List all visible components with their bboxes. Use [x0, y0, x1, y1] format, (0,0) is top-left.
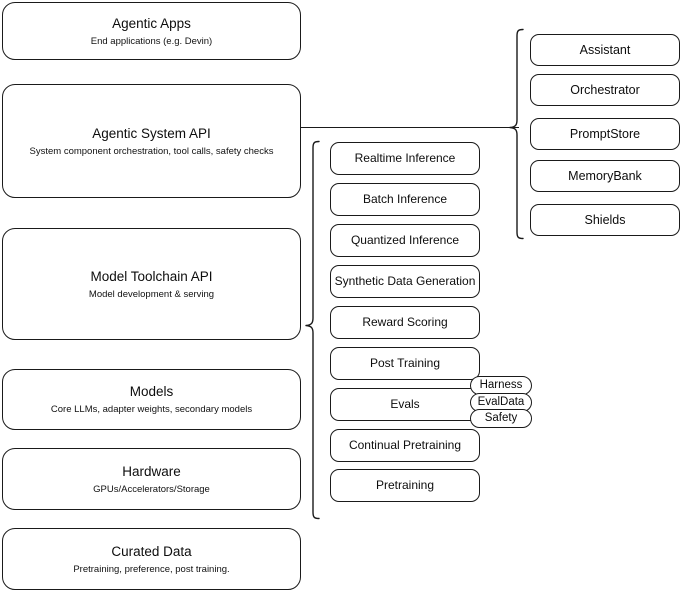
toolchain-box-quantized-inference[interactable]: Quantized Inference [330, 224, 480, 257]
eval-pill-safety[interactable]: Safety [470, 409, 532, 428]
layer-title: Model Toolchain API [90, 268, 213, 284]
system-box-shields[interactable]: Shields [530, 204, 680, 236]
layer-title: Models [129, 384, 174, 399]
toolchain-box-continual-pretraining[interactable]: Continual Pretraining [330, 429, 480, 462]
layer-subtitle: Core LLMs, adapter weights, secondary mo… [50, 404, 253, 415]
layer-title: Agentic System API [92, 125, 211, 141]
layer-box-hardware[interactable]: Hardware GPUs/Accelerators/Storage [2, 448, 301, 510]
system-box-promptstore[interactable]: PromptStore [530, 118, 680, 150]
layer-box-agentic-apps[interactable]: Agentic Apps End applications (e.g. Devi… [2, 2, 301, 60]
component-label: Orchestrator [570, 82, 640, 97]
component-label: Batch Inference [362, 192, 448, 206]
eval-pill-evaldata[interactable]: EvalData [470, 393, 532, 412]
layer-box-curated-data[interactable]: Curated Data Pretraining, preference, po… [2, 528, 301, 590]
system-box-orchestrator[interactable]: Orchestrator [530, 74, 680, 106]
toolchain-box-realtime-inference[interactable]: Realtime Inference [330, 142, 480, 175]
bracket-toolchain-components [304, 140, 320, 520]
toolchain-box-reward-scoring[interactable]: Reward Scoring [330, 306, 480, 339]
eval-pill-label: Harness [479, 379, 523, 391]
component-label: Realtime Inference [354, 151, 456, 165]
system-box-memorybank[interactable]: MemoryBank [530, 160, 680, 192]
component-label: Shields [584, 212, 626, 227]
eval-pill-label: Safety [484, 412, 518, 424]
toolchain-box-batch-inference[interactable]: Batch Inference [330, 183, 480, 216]
layer-title: Hardware [122, 463, 181, 479]
component-label: Continual Pretraining [348, 438, 462, 452]
toolchain-box-post-training[interactable]: Post Training [330, 347, 480, 380]
layer-box-model-toolchain-api[interactable]: Model Toolchain API Model development & … [2, 228, 301, 340]
layer-title: Agentic Apps [112, 15, 191, 31]
layer-subtitle: GPUs/Accelerators/Storage [93, 483, 210, 495]
component-label: Pretraining [375, 478, 435, 492]
layer-subtitle: Pretraining, preference, post training. [73, 563, 230, 575]
layer-box-models[interactable]: Models Core LLMs, adapter weights, secon… [2, 369, 301, 430]
toolchain-box-pretraining[interactable]: Pretraining [330, 469, 480, 502]
layer-subtitle: End applications (e.g. Devin) [90, 35, 213, 47]
layer-subtitle: Model development & serving [88, 288, 215, 300]
layer-subtitle: System component orchestration, tool cal… [29, 145, 274, 157]
component-label: Reward Scoring [362, 315, 448, 329]
layer-title: Curated Data [111, 543, 192, 559]
connector-line-system-api [301, 127, 519, 129]
layer-box-agentic-system-api[interactable]: Agentic System API System component orch… [2, 84, 301, 198]
system-box-assistant[interactable]: Assistant [530, 34, 680, 66]
component-label: Synthetic Data Generation [334, 274, 476, 288]
bracket-system-components [508, 28, 524, 240]
component-label: Quantized Inference [350, 233, 460, 247]
component-label: Assistant [579, 42, 631, 57]
component-label: PromptStore [569, 126, 641, 141]
toolchain-box-synthetic-data-generation[interactable]: Synthetic Data Generation [330, 265, 480, 298]
toolchain-box-evals[interactable]: Evals [330, 388, 480, 421]
component-label: MemoryBank [568, 168, 642, 183]
component-label: Post Training [369, 356, 441, 370]
component-label: Evals [390, 397, 420, 411]
eval-pill-label: EvalData [477, 396, 525, 408]
